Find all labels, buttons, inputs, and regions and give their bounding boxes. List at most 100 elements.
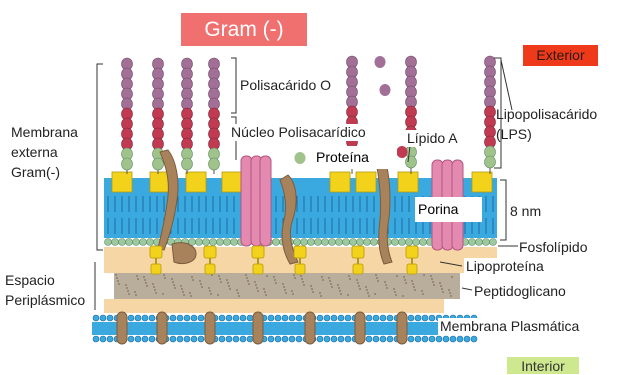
peptidoglycan-layer bbox=[114, 273, 460, 299]
plasma-head bbox=[93, 336, 99, 342]
lipid-a-block bbox=[186, 172, 206, 192]
plasma-head bbox=[415, 315, 421, 321]
peptidoglycan-dot bbox=[229, 288, 231, 290]
peptidoglycan-dot bbox=[303, 284, 305, 286]
protein-label: Proteína bbox=[310, 146, 397, 169]
outer-membrane-label-1: Membrana bbox=[11, 124, 78, 141]
peptidoglycan-dot bbox=[117, 280, 119, 282]
lipoprotein-head bbox=[252, 246, 264, 258]
peptidoglycan-dot bbox=[384, 281, 386, 283]
peptidoglycan-dot bbox=[403, 276, 405, 278]
plasma-head bbox=[240, 315, 246, 321]
periplasm-lower bbox=[104, 299, 444, 313]
core-sugar bbox=[397, 146, 408, 158]
lipid-a-label: Lípido A bbox=[405, 130, 460, 147]
peptidoglycan-dot bbox=[163, 274, 165, 276]
peptidoglycan-dot bbox=[339, 290, 341, 292]
plasma-head bbox=[387, 315, 393, 321]
peptidoglycan-dot bbox=[385, 284, 387, 286]
lps-label-2: (LPS) bbox=[496, 126, 532, 143]
lipid-a-block bbox=[222, 172, 242, 192]
peptidoglycan-dot bbox=[395, 294, 397, 296]
porin-left bbox=[241, 156, 271, 246]
peptidoglycan-dot bbox=[265, 294, 267, 296]
peptidoglycan-dot bbox=[273, 276, 275, 278]
peptidoglycan-dot bbox=[135, 294, 137, 296]
peptidoglycan-dot bbox=[441, 288, 443, 290]
plasma-head bbox=[149, 315, 155, 321]
peptidoglycan-dot bbox=[431, 278, 433, 280]
peptidoglycan-dot bbox=[413, 286, 415, 288]
plasma-head bbox=[443, 336, 449, 342]
plasma-head bbox=[317, 336, 323, 342]
membrane-protein bbox=[355, 312, 365, 344]
peptidoglycan-dot bbox=[153, 286, 155, 288]
peptidoglycan-dot bbox=[171, 278, 173, 280]
peptidoglycan-dot bbox=[256, 287, 258, 289]
peptidoglycan-dot bbox=[301, 278, 303, 280]
phospholipid-head bbox=[490, 239, 497, 246]
lipoprotein-body bbox=[353, 264, 363, 274]
plasma-head bbox=[191, 336, 197, 342]
peptidoglycan-dot bbox=[274, 279, 276, 281]
peptidoglycan-dot bbox=[442, 291, 444, 293]
plasma-head bbox=[247, 336, 253, 342]
lipoprotein-body bbox=[407, 264, 417, 274]
peptidoglycan-dot bbox=[146, 285, 148, 287]
lipid-a-block bbox=[472, 172, 492, 192]
peptidoglycan-dot bbox=[263, 288, 265, 290]
lipoprotein-head bbox=[352, 246, 364, 258]
peptidoglycan-dot bbox=[328, 277, 330, 279]
periplasm-label-2: Periplásmico bbox=[5, 292, 85, 309]
plasma-membrane-proteins bbox=[117, 312, 407, 344]
plasma-head bbox=[373, 315, 379, 321]
peptidoglycan-dot bbox=[162, 293, 164, 295]
plasma-head bbox=[149, 336, 155, 342]
peptidoglycan-dot bbox=[125, 284, 127, 286]
peptidoglycan-dot bbox=[411, 280, 413, 282]
phospholipid-head bbox=[301, 239, 308, 246]
plasma-head bbox=[240, 336, 246, 342]
lipoprotein-label: Lipoproteína bbox=[464, 258, 546, 275]
peptidoglycan-dot bbox=[329, 280, 331, 282]
peptidoglycan-dot bbox=[180, 285, 182, 287]
peptidoglycan-dot bbox=[219, 278, 221, 280]
lipoprotein-head bbox=[406, 246, 418, 258]
phospholipid-head bbox=[413, 239, 420, 246]
phospholipid-head bbox=[224, 239, 231, 246]
peptidoglycan-dot bbox=[451, 276, 453, 278]
phospholipid-head bbox=[350, 239, 357, 246]
lps-chain bbox=[209, 58, 220, 174]
phospholipid-head bbox=[196, 239, 203, 246]
lps-chain bbox=[182, 58, 193, 174]
peptidoglycan-dot bbox=[217, 294, 219, 296]
peptidoglycan-dot bbox=[255, 284, 257, 286]
plasma-head bbox=[135, 336, 141, 342]
plasma-head bbox=[282, 336, 288, 342]
plasma-head bbox=[366, 315, 372, 321]
peptidoglycan-dot bbox=[375, 274, 377, 276]
core-sugar-inner bbox=[295, 152, 306, 164]
peptidoglycan-dot bbox=[423, 274, 425, 276]
plasma-head bbox=[247, 315, 253, 321]
peptidoglycan-dot bbox=[136, 275, 138, 277]
outer-membrane-label-3: Gram(-) bbox=[11, 164, 60, 181]
phospholipid-head bbox=[399, 239, 406, 246]
lipid-a-block bbox=[398, 172, 418, 192]
plasma-head bbox=[289, 315, 295, 321]
peptidoglycan-dot bbox=[118, 283, 120, 285]
lipoprotein-body bbox=[205, 264, 215, 274]
peptidoglycan-dot bbox=[228, 285, 230, 287]
o-antigen-sugar bbox=[375, 56, 386, 68]
peptidoglycan-dot bbox=[365, 286, 367, 288]
phospholipid-head bbox=[217, 239, 224, 246]
plasma-head bbox=[338, 336, 344, 342]
peptidoglycan-dot bbox=[115, 274, 117, 276]
peptidoglycan-dot bbox=[143, 276, 145, 278]
plasma-head bbox=[142, 336, 148, 342]
peptidoglycan-dot bbox=[190, 295, 192, 297]
core-sugar-inner bbox=[406, 156, 417, 168]
peptidoglycan-dot bbox=[311, 288, 313, 290]
peptidoglycan-dot bbox=[254, 281, 256, 283]
plasma-head bbox=[198, 336, 204, 342]
